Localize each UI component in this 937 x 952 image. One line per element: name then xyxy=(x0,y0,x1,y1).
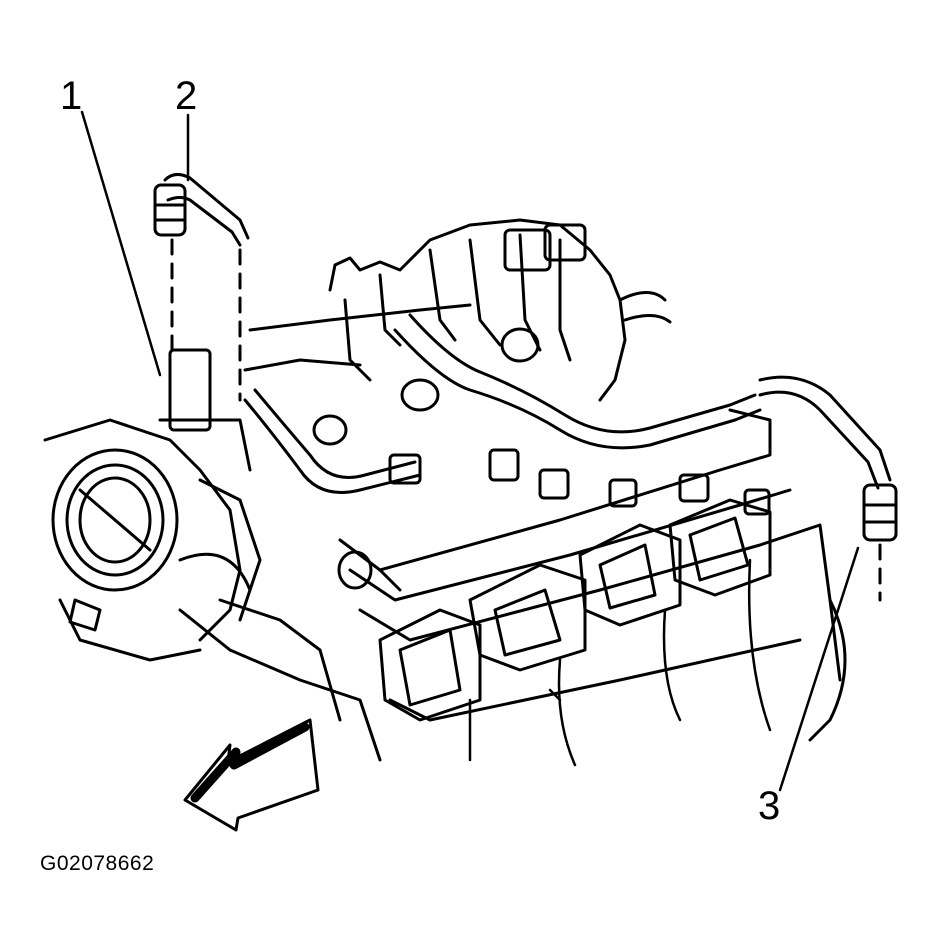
fuel-injectors xyxy=(388,448,771,516)
valve-cover xyxy=(337,408,842,722)
callout-2: 2 xyxy=(175,74,198,118)
leader-lines xyxy=(80,110,860,792)
vacuum-hose-3 xyxy=(758,375,898,542)
figure-id-label: G02078662 xyxy=(40,852,155,875)
vacuum-hose-2 xyxy=(153,173,250,247)
alignment-dashes xyxy=(170,238,882,602)
callout-1: 1 xyxy=(60,74,83,118)
spark-plug-wires xyxy=(468,558,772,767)
callout-3: 3 xyxy=(758,784,781,828)
fuel-rail xyxy=(243,313,762,494)
ignition-coils xyxy=(378,498,772,722)
throttle-body xyxy=(43,348,262,662)
front-arrow-icon xyxy=(183,718,320,832)
intake-manifold xyxy=(243,218,672,446)
